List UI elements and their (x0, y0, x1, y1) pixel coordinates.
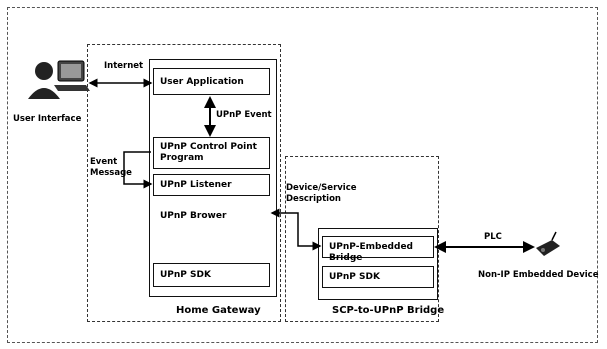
plc-label: PLC (484, 232, 502, 242)
upnp-browser-block: UPnP Brower (153, 204, 270, 230)
device-service-label-line1: Device/Service (286, 183, 357, 193)
non-ip-device-label: Non-IP Embedded Device (478, 270, 599, 280)
bridge-title: SCP-to-UPnP Bridge (332, 305, 445, 316)
event-message-label-line1: Event (90, 157, 118, 167)
upnp-sdk-block: UPnP SDK (153, 263, 270, 287)
bridge-sdk-label: UPnP SDK (329, 272, 380, 282)
upnp-event-label: UPnP Event (216, 110, 272, 120)
home-gateway-box (87, 44, 281, 322)
plc-device-icon (536, 231, 560, 256)
user-application-block: User Application (153, 68, 270, 95)
user-laptop-icon (28, 60, 90, 99)
control-point-label-line1: UPnP Control Point (160, 142, 257, 152)
control-point-block: UPnP Control Point Program (153, 137, 270, 169)
device-service-label-line2: Description (286, 194, 341, 204)
embedded-bridge-label: UPnP-Embedded Bridge (329, 242, 413, 263)
bridge-sdk-block: UPnP SDK (322, 266, 434, 288)
upnp-listener-label: UPnP Listener (160, 180, 232, 190)
event-message-label-line2: Message (90, 168, 132, 178)
control-point-label-line2: Program (160, 153, 204, 163)
upnp-sdk-label: UPnP SDK (160, 270, 211, 280)
upnp-browser-label: UPnP Brower (160, 211, 227, 221)
outer-frame (7, 7, 598, 343)
embedded-bridge-block: UPnP-Embedded Bridge (322, 236, 434, 263)
user-application-label: User Application (160, 77, 244, 87)
home-gateway-title: Home Gateway (176, 305, 261, 316)
upnp-listener-block: UPnP Listener (153, 174, 270, 196)
internet-label: Internet (104, 61, 144, 71)
user-interface-label: User Interface (13, 114, 82, 124)
